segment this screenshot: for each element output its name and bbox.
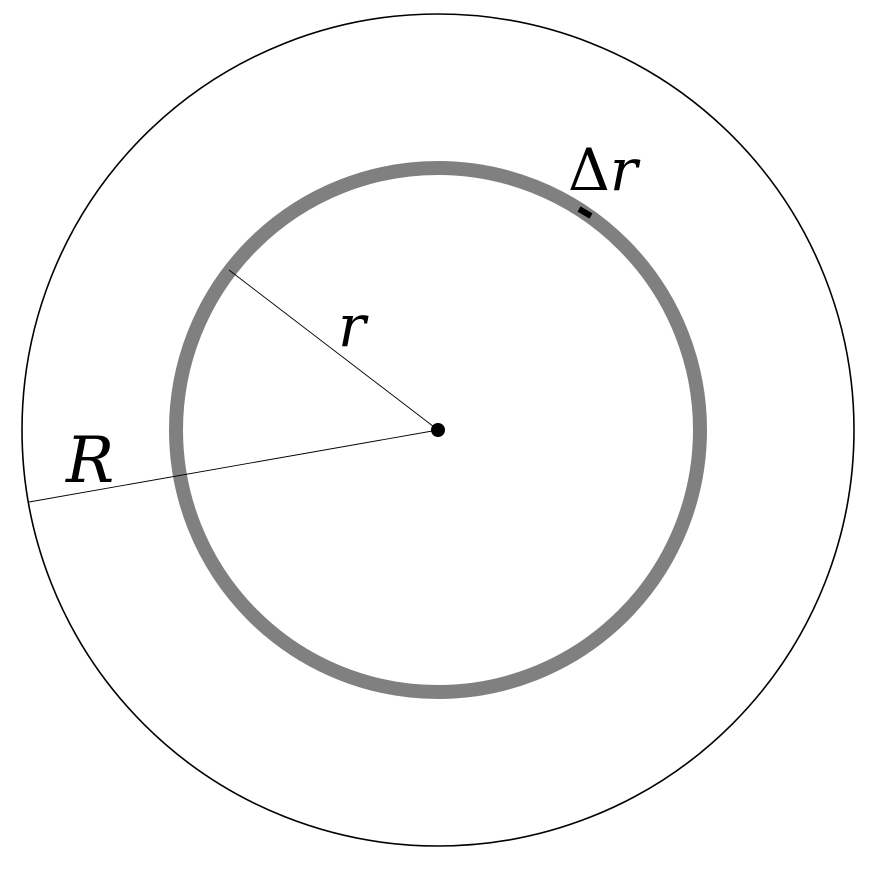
delta-variable: r (610, 136, 641, 204)
center-point (431, 423, 445, 437)
outer-radius-label: R (65, 424, 114, 498)
inner-shell-ring (169, 161, 707, 699)
outer-radius-line (28, 429, 439, 503)
shell-thickness-label: Δr (568, 136, 641, 204)
inner-radius-label: r (338, 292, 369, 360)
inner-radius-line (228, 269, 439, 431)
delta-symbol: Δ (568, 136, 610, 204)
outer-circle (21, 13, 855, 847)
shell-thickness-marker (577, 206, 593, 219)
